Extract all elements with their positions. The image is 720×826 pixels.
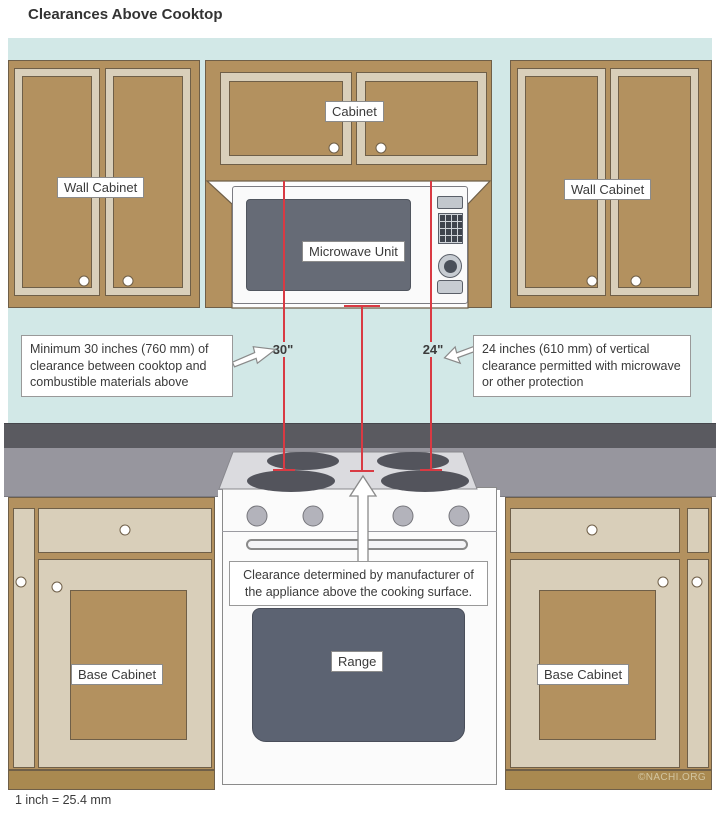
cabinet-knob <box>375 142 387 154</box>
cabinet-knob <box>51 581 63 593</box>
annotation-24-inch: 24 inches (610 mm) of vertical clearance… <box>473 335 691 397</box>
cabinet-knob <box>657 576 669 588</box>
countertop-edge <box>4 423 716 448</box>
cabinet-knob <box>328 142 340 154</box>
callout-arrow-right <box>231 346 278 368</box>
measure-line-30 <box>283 181 285 471</box>
label-wall-cabinet-left: Wall Cabinet <box>57 177 145 198</box>
label-base-cabinet-right: Base Cabinet <box>537 664 630 685</box>
range-knob <box>302 505 324 527</box>
drawer-knob <box>586 524 598 536</box>
burner <box>267 452 339 470</box>
range-knob <box>392 505 414 527</box>
burner <box>381 470 469 492</box>
microwave-keypad <box>438 213 463 244</box>
annotation-30-inch: Minimum 30 inches (760 mm) of clearance … <box>21 335 233 397</box>
measurement-24: 24" <box>412 342 454 357</box>
measure-tick <box>420 469 442 471</box>
range-knob <box>448 505 470 527</box>
range-knob <box>246 505 268 527</box>
cabinet-knob <box>630 275 642 287</box>
toe-kick-left <box>8 770 215 790</box>
oven-handle <box>246 539 468 550</box>
measure-tick <box>350 470 374 472</box>
label-range: Range <box>331 651 384 672</box>
annotation-manufacturer: Clearance determined by manufacturer of … <box>229 561 488 606</box>
scale-note: 1 inch = 25.4 mm <box>15 793 112 807</box>
callout-arrow-left <box>443 345 477 365</box>
drawer-knob <box>119 524 131 536</box>
measure-tick <box>273 469 295 471</box>
door-panel <box>229 81 343 156</box>
microwave-display <box>437 196 463 209</box>
label-wall-cabinet-right: Wall Cabinet <box>564 179 652 200</box>
cabinet-knob <box>122 275 134 287</box>
microwave-dial-center <box>444 260 457 273</box>
cabinet-knob <box>15 576 27 588</box>
microwave-dial <box>438 254 462 278</box>
microwave-button <box>437 280 463 294</box>
measure-line-24 <box>430 181 432 471</box>
label-microwave-unit: Microwave Unit <box>302 241 405 262</box>
cabinet-knob <box>691 576 703 588</box>
label-base-cabinet-left: Base Cabinet <box>71 664 164 685</box>
oven-window <box>252 608 465 742</box>
label-cabinet: Cabinet <box>325 101 384 122</box>
cabinet-knob <box>78 275 90 287</box>
filler-door <box>687 559 709 768</box>
up-arrow <box>348 474 378 567</box>
measure-line-center <box>361 306 363 472</box>
burner <box>247 470 335 492</box>
base-cabinet-right <box>505 497 712 770</box>
toe-kick-right <box>505 770 712 790</box>
measure-tick <box>344 305 380 307</box>
filler-door <box>13 508 35 768</box>
burner <box>377 452 449 470</box>
cabinet-knob <box>586 275 598 287</box>
page-title: Clearances Above Cooktop <box>28 6 223 23</box>
credit-watermark: ©NACHI.ORG <box>637 772 706 783</box>
range-cooktop <box>218 451 478 492</box>
measurement-30: 30" <box>262 342 304 357</box>
base-cabinet-left <box>8 497 215 770</box>
filler-drawer <box>687 508 709 553</box>
